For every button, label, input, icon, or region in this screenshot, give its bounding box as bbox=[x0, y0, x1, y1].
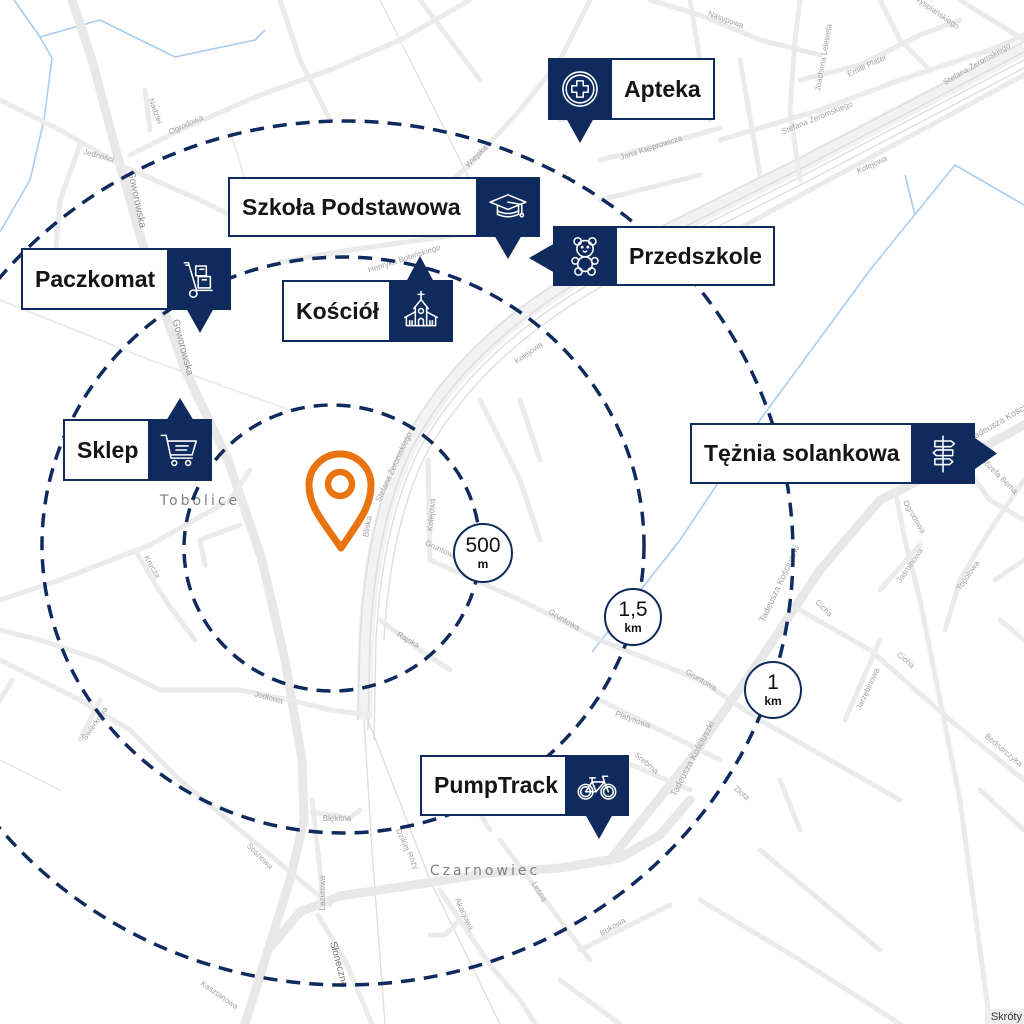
street-label: Błękitna bbox=[323, 814, 352, 823]
marker-label: Przedszkole bbox=[629, 242, 762, 269]
street-label: Tadeusza Kościuszki bbox=[668, 719, 716, 797]
marker-pointer bbox=[494, 235, 522, 259]
street-label: Gruntowa bbox=[547, 607, 582, 632]
street-label: Lazurowa bbox=[318, 875, 327, 910]
marker-pointer bbox=[186, 308, 214, 333]
street-label: Tadeusza Kościuszki bbox=[968, 392, 1024, 442]
marker-kosciol[interactable]: Kościół bbox=[282, 256, 453, 342]
marker-pointer bbox=[566, 118, 594, 143]
street-label: Cicha bbox=[813, 598, 834, 619]
place-label-tobolice: Tobolice bbox=[159, 493, 240, 509]
marker-paczkomat[interactable]: Paczkomat bbox=[21, 248, 231, 333]
street-label: Dzikiej Róży bbox=[394, 827, 421, 871]
shopping-cart-icon bbox=[148, 419, 212, 481]
marker-pointer bbox=[529, 243, 555, 273]
marker-label: Tężnia solankowa bbox=[704, 440, 900, 466]
marker-pumptrack[interactable]: PumpTrack bbox=[420, 755, 629, 839]
marker-sklep[interactable]: Sklep bbox=[63, 398, 212, 481]
map-pin-icon[interactable] bbox=[305, 450, 375, 552]
teddy-bear-icon bbox=[553, 226, 617, 286]
street-label: Ogrodowa bbox=[167, 113, 205, 137]
radius-unit: m bbox=[477, 557, 489, 571]
street-label: Wiejska bbox=[463, 143, 490, 170]
marker-teznia-solankowa[interactable]: Tężnia solankowa bbox=[690, 423, 997, 484]
street-label: Bliska bbox=[361, 515, 374, 538]
radius-unit: km bbox=[624, 621, 642, 635]
street-label: Złota bbox=[732, 784, 752, 803]
street-label: Rajska bbox=[395, 630, 421, 650]
street-label: Gruntowa bbox=[684, 667, 719, 692]
street-label: Kolejowa bbox=[513, 340, 545, 366]
marker-apteka[interactable]: Apteka bbox=[548, 58, 715, 143]
marker-pointer bbox=[585, 814, 613, 839]
marker-label: Sklep bbox=[77, 436, 139, 463]
radius-value: 1,5 bbox=[618, 598, 648, 621]
radius-ring-middle bbox=[40, 255, 646, 835]
street-label: Kasztanowa bbox=[199, 979, 240, 1012]
marker-label: Kościół bbox=[296, 297, 380, 324]
marker-label: Szkoła Podstawowa bbox=[242, 193, 461, 220]
marker-label: Paczkomat bbox=[35, 265, 156, 292]
graduation-cap-icon bbox=[476, 177, 540, 237]
street-label: Platynowa bbox=[614, 709, 652, 730]
street-label: Jana Kasprowicza bbox=[619, 133, 684, 162]
marker-pointer bbox=[975, 438, 997, 469]
street-label: Cicha bbox=[895, 650, 917, 670]
place-label-czarnowiec: Czarnowiec bbox=[430, 863, 540, 879]
marker-label: Apteka bbox=[624, 75, 701, 102]
street-label: Jedności bbox=[82, 147, 115, 164]
keyboard-shortcuts-link[interactable]: Skróty bbox=[984, 1009, 1024, 1024]
street-label: Kolejowa bbox=[426, 498, 438, 532]
marker-przedszkole[interactable]: Przedszkole bbox=[529, 226, 775, 286]
radius-unit: km bbox=[764, 694, 782, 708]
signpost-icon bbox=[911, 423, 975, 484]
pharmacy-cross-icon bbox=[548, 58, 612, 120]
marker-label: PumpTrack bbox=[434, 772, 558, 798]
radius-badge-1km: 1 km bbox=[744, 661, 802, 719]
marker-pointer bbox=[166, 398, 194, 421]
hand-truck-icon bbox=[167, 248, 231, 310]
street-label: Joachima Lelewela bbox=[813, 23, 834, 92]
radius-value: 1 bbox=[767, 671, 779, 694]
street-label: Jodłowa bbox=[253, 689, 284, 705]
street-label: Leśna bbox=[530, 880, 549, 904]
marker-szkola-podstawowa[interactable]: Szkoła Podstawowa bbox=[228, 177, 540, 259]
radius-value: 500 bbox=[465, 534, 501, 557]
radius-badge-500m: 500 m bbox=[453, 523, 513, 583]
bicycle-icon bbox=[565, 755, 629, 816]
church-icon bbox=[389, 280, 453, 342]
radius-badge-1-5km: 1,5 km bbox=[604, 588, 662, 646]
radius-ring-outer bbox=[0, 119, 795, 987]
marker-pointer bbox=[406, 256, 434, 282]
